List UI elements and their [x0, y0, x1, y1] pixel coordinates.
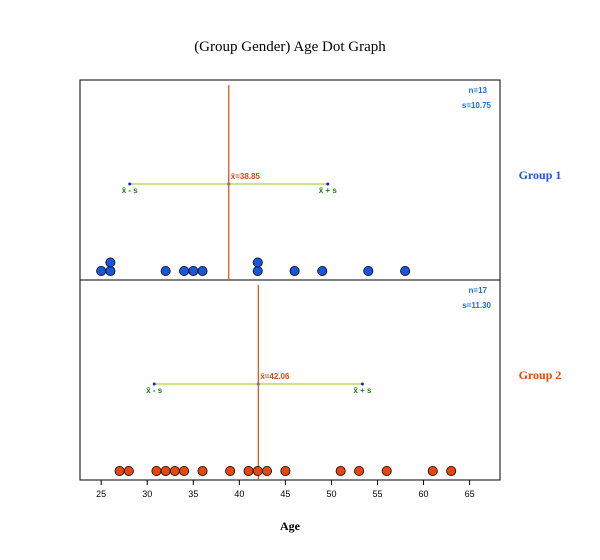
n-label: n=13 — [469, 86, 488, 95]
data-dot — [243, 465, 254, 476]
data-dot — [252, 465, 263, 476]
data-dot — [289, 265, 300, 276]
data-dot — [114, 465, 125, 476]
data-dot — [363, 265, 374, 276]
sd-plus-label: x̄ + s — [353, 386, 372, 395]
sd-minus-label: x̄ - s — [122, 186, 139, 195]
x-tick-label: 65 — [465, 489, 475, 499]
data-dot — [225, 465, 236, 476]
sd-plus-marker — [326, 182, 330, 186]
data-dot — [446, 465, 457, 476]
x-tick-label: 55 — [372, 489, 382, 499]
data-dot — [427, 465, 438, 476]
x-tick-label: 50 — [326, 489, 336, 499]
chart-title: (Group Gender) Age Dot Graph — [194, 39, 386, 55]
group-label: Group 2 — [519, 368, 562, 382]
data-dot — [96, 265, 107, 276]
data-dot — [381, 465, 392, 476]
data-dot — [252, 265, 263, 276]
mean-marker — [227, 182, 231, 186]
data-dot — [179, 265, 190, 276]
s-label: s=11.30 — [462, 301, 491, 310]
sd-plus-marker — [360, 382, 364, 386]
data-dot — [105, 257, 116, 268]
data-dot — [160, 465, 171, 476]
n-label: n=17 — [469, 286, 488, 295]
data-dot — [261, 465, 272, 476]
data-dot — [280, 465, 291, 476]
data-dot — [197, 265, 208, 276]
x-tick-label: 25 — [96, 489, 106, 499]
x-tick-label: 40 — [234, 489, 244, 499]
sd-minus-label: x̄ - s — [146, 386, 163, 395]
s-label: s=10.75 — [462, 101, 492, 110]
x-tick-label: 60 — [419, 489, 429, 499]
data-dot — [188, 265, 199, 276]
mean-label: x̄=42.06 — [260, 372, 290, 381]
mean-label: x̄=38.85 — [231, 172, 261, 181]
data-dot — [151, 465, 162, 476]
data-dot — [252, 257, 263, 268]
x-axis: 25 30 35 40 45 50 55 60 65 — [96, 480, 475, 499]
data-dot — [160, 265, 171, 276]
sd-minus-marker — [152, 382, 156, 386]
mean-marker — [256, 382, 260, 386]
data-dot — [169, 465, 180, 476]
data-dot — [197, 465, 208, 476]
data-dot — [317, 265, 328, 276]
data-dot — [354, 465, 365, 476]
x-tick-label: 35 — [188, 489, 198, 499]
data-dot — [179, 465, 190, 476]
sd-minus-marker — [128, 182, 132, 186]
x-axis-label: Age — [280, 519, 301, 533]
x-tick-label: 30 — [142, 489, 152, 499]
data-dot — [400, 265, 411, 276]
data-dot — [123, 465, 134, 476]
group-label: Group 1 — [519, 168, 562, 182]
data-dot — [105, 265, 116, 276]
x-tick-label: 45 — [280, 489, 290, 499]
data-dot — [335, 465, 346, 476]
sd-plus-label: x̄ + s — [319, 186, 338, 195]
